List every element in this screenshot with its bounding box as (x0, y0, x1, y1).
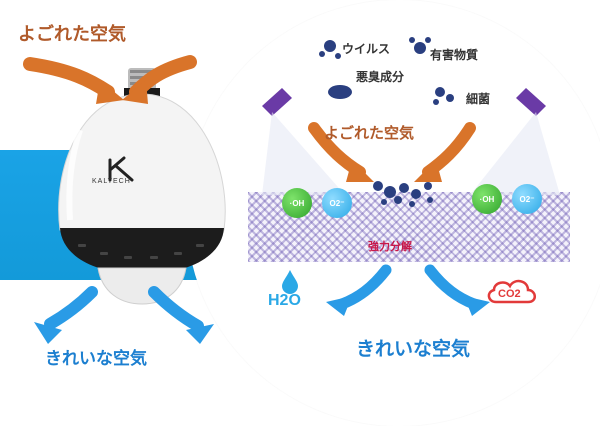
hydroxyl-radical-molecule: ·OH (282, 188, 312, 218)
brand-name: KALTECH (92, 178, 131, 185)
bacteria-label: 細菌 (466, 92, 491, 106)
virus-cluster-icon (319, 37, 454, 207)
superoxide-molecule: O2⁻ (512, 184, 542, 214)
clean-air-arrow-left-icon (44, 286, 98, 330)
dirty-air-inner-label: よごれた空気 (324, 124, 415, 142)
uv-lamp-right-icon (470, 88, 560, 195)
water-label: H2O (268, 292, 301, 309)
decomposition-label: 強力分解 (368, 240, 412, 253)
clean-air-arrow-right-icon (148, 286, 204, 332)
cloud-icon (487, 279, 536, 304)
hydroxyl-radical-molecule: ·OH (472, 184, 502, 214)
co2-label: CO2 (498, 288, 521, 300)
virus-label: ウイルス (342, 42, 391, 56)
water-drop-icon (282, 270, 298, 294)
diagram-overlay (23, 37, 560, 344)
clean-air-left-label: きれいな空気 (45, 349, 147, 369)
superoxide-molecule: O2⁻ (322, 188, 352, 218)
uv-lamp-left-icon (262, 88, 345, 195)
clean-air-right-label: きれいな空気 (356, 338, 471, 360)
dirty-air-arrow-left-icon (23, 57, 115, 99)
odor-label: 悪臭成分 (356, 70, 405, 84)
harmful-substance-label: 有害物質 (430, 48, 479, 62)
dirty-air-title: よごれた空気 (18, 24, 126, 45)
